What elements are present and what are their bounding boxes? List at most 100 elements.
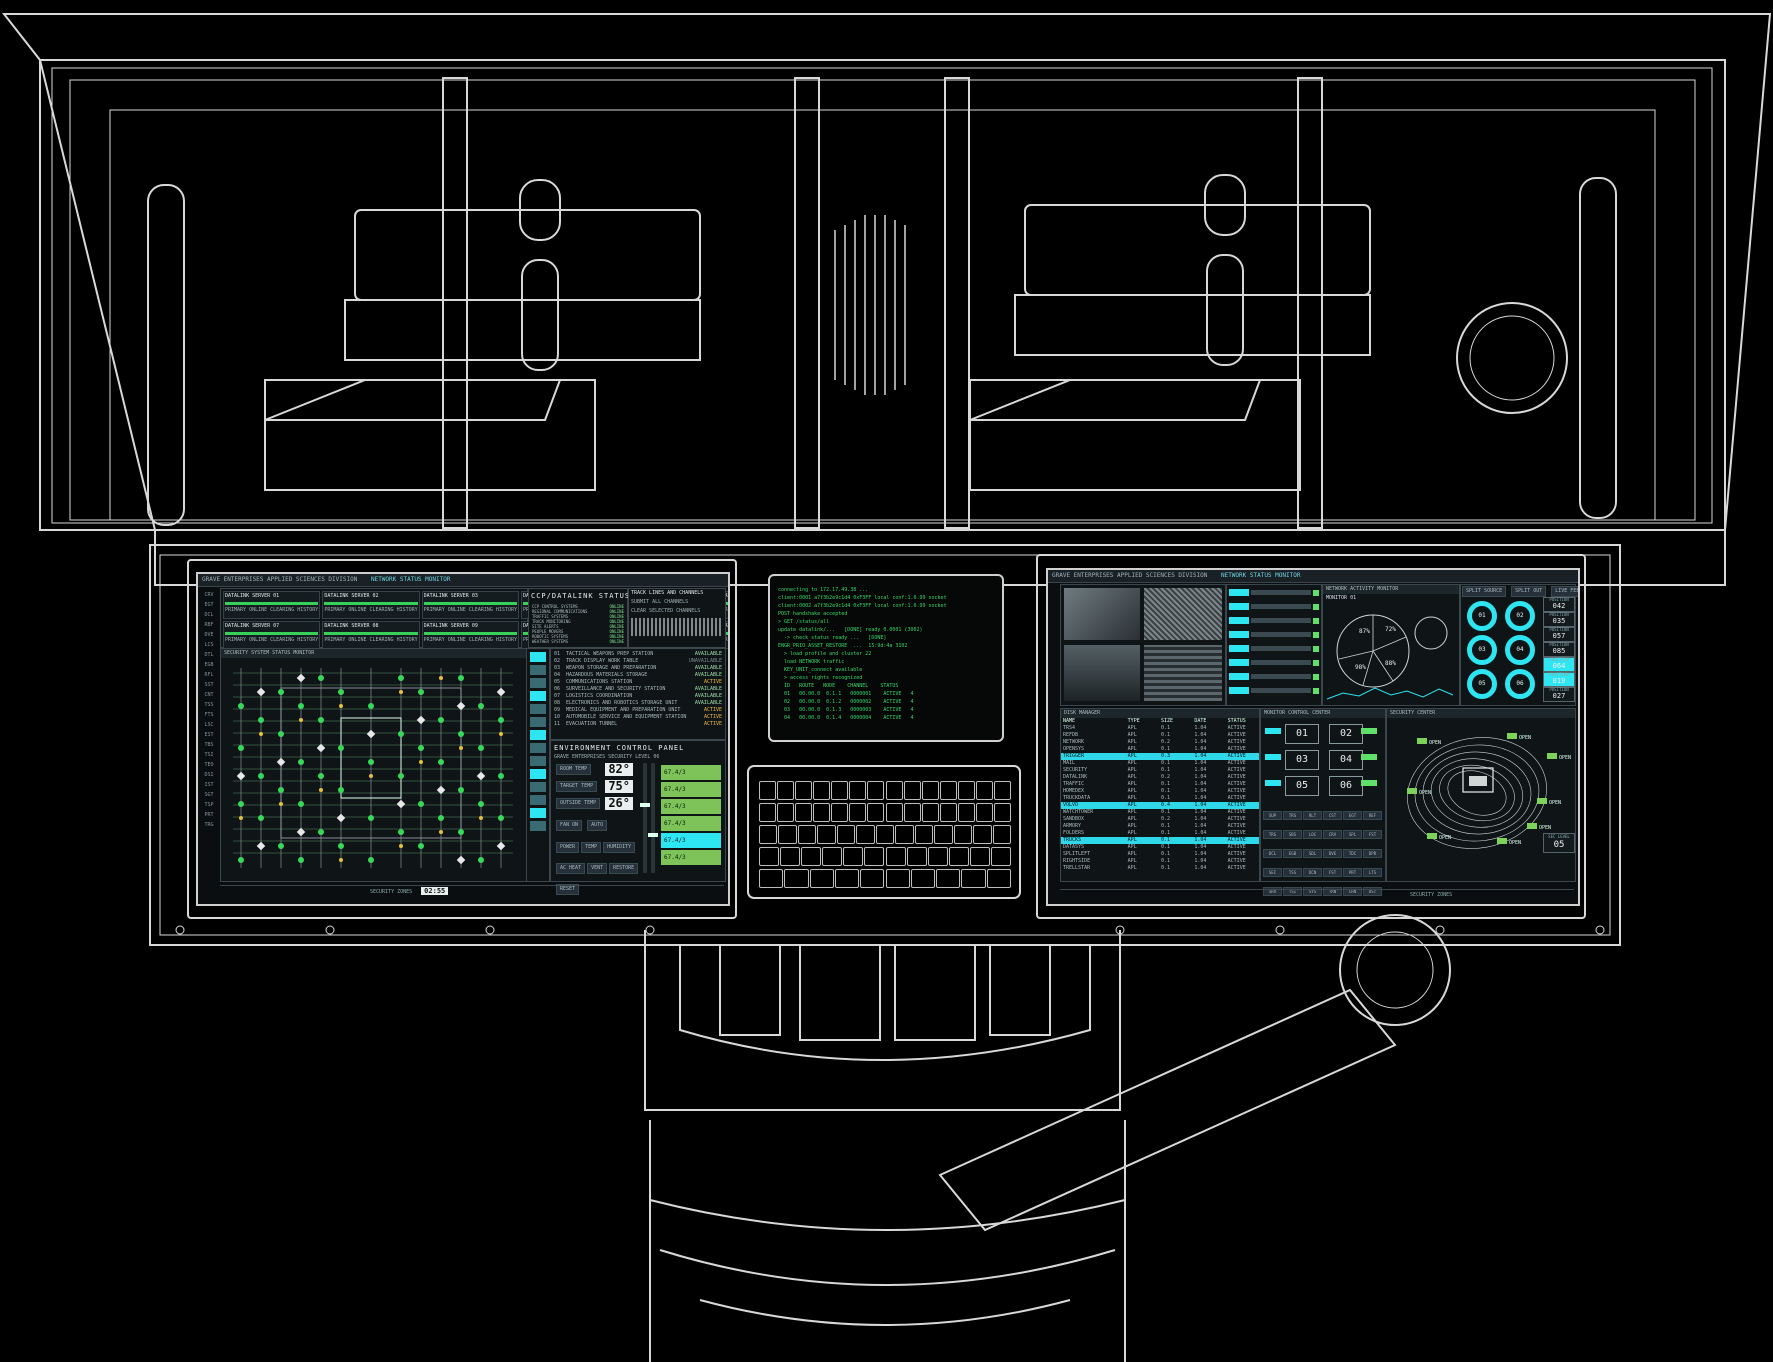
- key-code-button[interactable]: SYS: [1303, 887, 1322, 896]
- keyboard-key[interactable]: [961, 869, 986, 888]
- keyboard-key[interactable]: [813, 803, 831, 822]
- feed-control-row[interactable]: [1229, 629, 1319, 640]
- video-feed-2[interactable]: [1144, 588, 1222, 640]
- datalink-donut[interactable]: 06: [1505, 669, 1535, 699]
- key-code-button[interactable]: SDL: [1303, 849, 1322, 858]
- side-code[interactable]: SST: [204, 682, 214, 688]
- key-code-button[interactable]: FST: [1323, 868, 1342, 877]
- strip-indicator[interactable]: [530, 678, 546, 688]
- feed-toggle[interactable]: [1229, 687, 1249, 694]
- keyboard-key[interactable]: [780, 847, 801, 866]
- side-code[interactable]: TEO: [204, 762, 214, 768]
- temp-label[interactable]: TARGET TEMP: [556, 781, 598, 792]
- key-code-button[interactable]: RLT: [1303, 811, 1322, 820]
- keyboard-key[interactable]: [777, 803, 795, 822]
- key-code-button[interactable]: SPL: [1343, 830, 1362, 839]
- keyboard-key[interactable]: [906, 847, 927, 866]
- keyboard-key[interactable]: [867, 781, 885, 800]
- keyboard-key[interactable]: [864, 847, 885, 866]
- feed-control-row[interactable]: [1229, 671, 1319, 682]
- keyboard-key[interactable]: [834, 869, 860, 888]
- keyboard-key[interactable]: [992, 825, 1011, 844]
- keyboard-key[interactable]: [969, 847, 990, 866]
- keyboard-key[interactable]: [856, 825, 875, 844]
- env-readout[interactable]: 67.4/3: [661, 782, 721, 797]
- strip-indicator[interactable]: [530, 730, 546, 740]
- live-feeds-button[interactable]: LIVE FEEDS: [1551, 586, 1578, 597]
- keyboard-key[interactable]: [831, 781, 849, 800]
- env-readout[interactable]: 67.4/3: [661, 816, 721, 831]
- env-button[interactable]: RESET: [556, 884, 580, 895]
- side-code[interactable]: IST: [204, 782, 214, 788]
- strip-indicator[interactable]: [530, 665, 546, 675]
- env-button[interactable]: VENT: [587, 863, 608, 874]
- keyboard-key[interactable]: [895, 825, 914, 844]
- env-readout[interactable]: 67.4/3: [661, 833, 721, 848]
- strip-indicator[interactable]: [530, 743, 546, 753]
- video-feed-1[interactable]: [1064, 588, 1140, 640]
- tab-network-status[interactable]: NETWORK STATUS MONITOR: [370, 576, 451, 583]
- keyboard-key[interactable]: [809, 869, 834, 888]
- side-code[interactable]: EST: [204, 732, 214, 738]
- keyboard-key[interactable]: [903, 781, 921, 800]
- monitor-select-box[interactable]: 04: [1329, 750, 1363, 770]
- video-feed-3[interactable]: [1064, 645, 1140, 701]
- table-header-cell[interactable]: STATUS: [1227, 718, 1246, 724]
- keyboard-key[interactable]: [849, 781, 867, 800]
- feed-toggle[interactable]: [1229, 603, 1249, 610]
- side-code[interactable]: EGB: [204, 662, 214, 668]
- monitor-select-box[interactable]: 03: [1285, 750, 1319, 770]
- keyboard-key[interactable]: [885, 781, 903, 800]
- feed-control-row[interactable]: [1229, 615, 1319, 626]
- keyboard[interactable]: [756, 778, 1012, 890]
- side-code[interactable]: DVE: [204, 632, 214, 638]
- strip-indicator[interactable]: [530, 808, 546, 818]
- datalink-donut[interactable]: 03: [1467, 635, 1497, 665]
- keyboard-key[interactable]: [957, 803, 975, 822]
- table-header-cell[interactable]: DATE: [1194, 718, 1207, 724]
- temp-label[interactable]: ROOM TEMP: [556, 764, 592, 775]
- key-code-button[interactable]: SRV: [1263, 887, 1282, 896]
- side-code[interactable]: TSS: [204, 702, 214, 708]
- keyboard-key[interactable]: [975, 803, 993, 822]
- feed-control-row[interactable]: [1229, 601, 1319, 612]
- slider-track[interactable]: [640, 763, 650, 873]
- submit-all-channels[interactable]: SUBMIT ALL CHANNELS: [631, 599, 689, 605]
- env-readout[interactable]: 67.4/3: [661, 765, 721, 780]
- keyboard-key[interactable]: [903, 803, 921, 822]
- keyboard-key[interactable]: [927, 847, 948, 866]
- strip-indicator[interactable]: [530, 795, 546, 805]
- fan-on-button[interactable]: FAN ON: [556, 820, 583, 831]
- key-code-button[interactable]: TDC: [1343, 849, 1362, 858]
- side-code[interactable]: DCL: [204, 612, 214, 618]
- keyboard-key[interactable]: [759, 869, 784, 888]
- feed-toggle[interactable]: [1229, 617, 1249, 624]
- monitor-select-box[interactable]: 01: [1285, 724, 1319, 744]
- env-button[interactable]: HUMIDITY: [603, 842, 636, 853]
- keyboard-key[interactable]: [797, 825, 817, 844]
- keyboard-key[interactable]: [885, 869, 910, 888]
- keyboard-key[interactable]: [975, 781, 993, 800]
- feed-control-row[interactable]: [1229, 657, 1319, 668]
- key-code-button[interactable]: LOC: [1303, 830, 1322, 839]
- table-header-cell[interactable]: NAME: [1063, 718, 1076, 724]
- keyboard-key[interactable]: [801, 847, 822, 866]
